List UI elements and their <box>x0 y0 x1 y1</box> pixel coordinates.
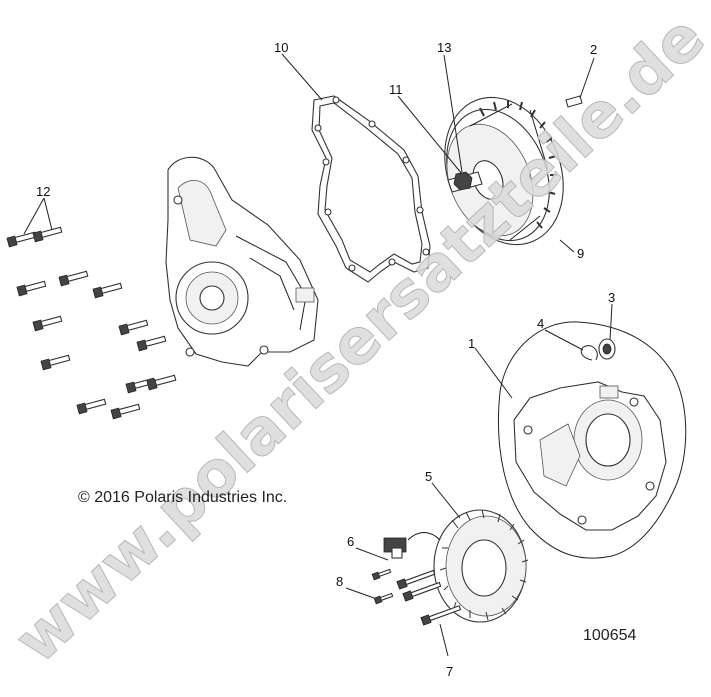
flywheel <box>444 96 564 246</box>
screw <box>402 581 442 602</box>
callout-8: 8 <box>336 574 343 589</box>
copyright-notice: © 2016 Polaris Industries Inc. <box>78 489 287 506</box>
oil-seal <box>598 338 616 360</box>
flywheel-ring-teeth <box>479 100 557 229</box>
screw <box>420 605 462 626</box>
bolt <box>110 403 141 420</box>
bolt <box>76 398 107 415</box>
bolt <box>136 335 167 352</box>
flywheel-nut <box>453 171 473 191</box>
screw <box>371 568 392 581</box>
callout-11: 11 <box>389 82 403 97</box>
bolt <box>92 282 123 299</box>
bolt <box>32 226 63 243</box>
bolt <box>146 374 177 391</box>
stator-screw-set <box>371 568 462 626</box>
cover-gasket <box>311 95 431 283</box>
bolt <box>32 315 63 332</box>
bolt-set <box>6 226 177 420</box>
screw <box>396 569 436 590</box>
bolt <box>40 354 71 371</box>
engine-side-cover <box>165 156 319 367</box>
callout-3: 3 <box>608 290 615 305</box>
screw <box>373 592 394 605</box>
stator-housing <box>497 321 687 559</box>
callout-5: 5 <box>425 469 432 484</box>
watermark: www.polarisersatzteile.de <box>0 1 711 677</box>
bolt <box>58 270 89 287</box>
callout-9: 9 <box>577 246 584 261</box>
leader-lines <box>23 53 613 657</box>
diagram-part-number: 100654 <box>583 627 636 644</box>
callout-12: 12 <box>36 184 50 199</box>
callout-10: 10 <box>274 40 288 55</box>
bolt <box>118 319 149 336</box>
callout-6: 6 <box>347 534 354 549</box>
callout-1: 1 <box>468 336 475 351</box>
retaining-ring <box>580 345 598 361</box>
stator <box>383 509 529 623</box>
bolt <box>6 231 37 248</box>
callout-labels: 1 2 3 4 5 6 7 8 9 10 11 12 13 <box>36 40 615 679</box>
callout-4: 4 <box>537 316 544 331</box>
callout-13: 13 <box>437 40 451 55</box>
callout-7: 7 <box>446 664 453 679</box>
bolt <box>16 280 47 297</box>
callout-2: 2 <box>590 42 597 57</box>
woodruff-key <box>565 95 583 108</box>
